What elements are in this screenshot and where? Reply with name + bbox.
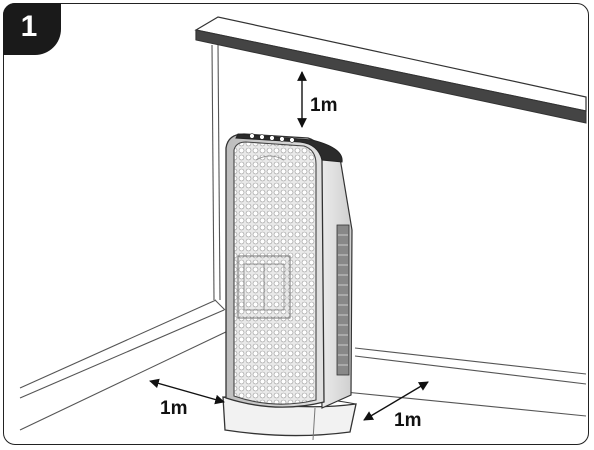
step-number-badge: 1 — [3, 3, 61, 55]
left-clearance-label: 1m — [160, 398, 187, 419]
right-clearance-label: 1m — [394, 410, 421, 431]
clearance-arrows — [149, 71, 429, 421]
right-clearance-arrow — [363, 381, 429, 421]
control-buttons — [249, 133, 295, 143]
wall-shelf — [194, 16, 587, 124]
side-vent-slots — [338, 234, 348, 366]
tower-heater — [222, 133, 357, 441]
left-clearance-arrow — [149, 378, 225, 405]
top-clearance-label: 1m — [310, 95, 337, 116]
